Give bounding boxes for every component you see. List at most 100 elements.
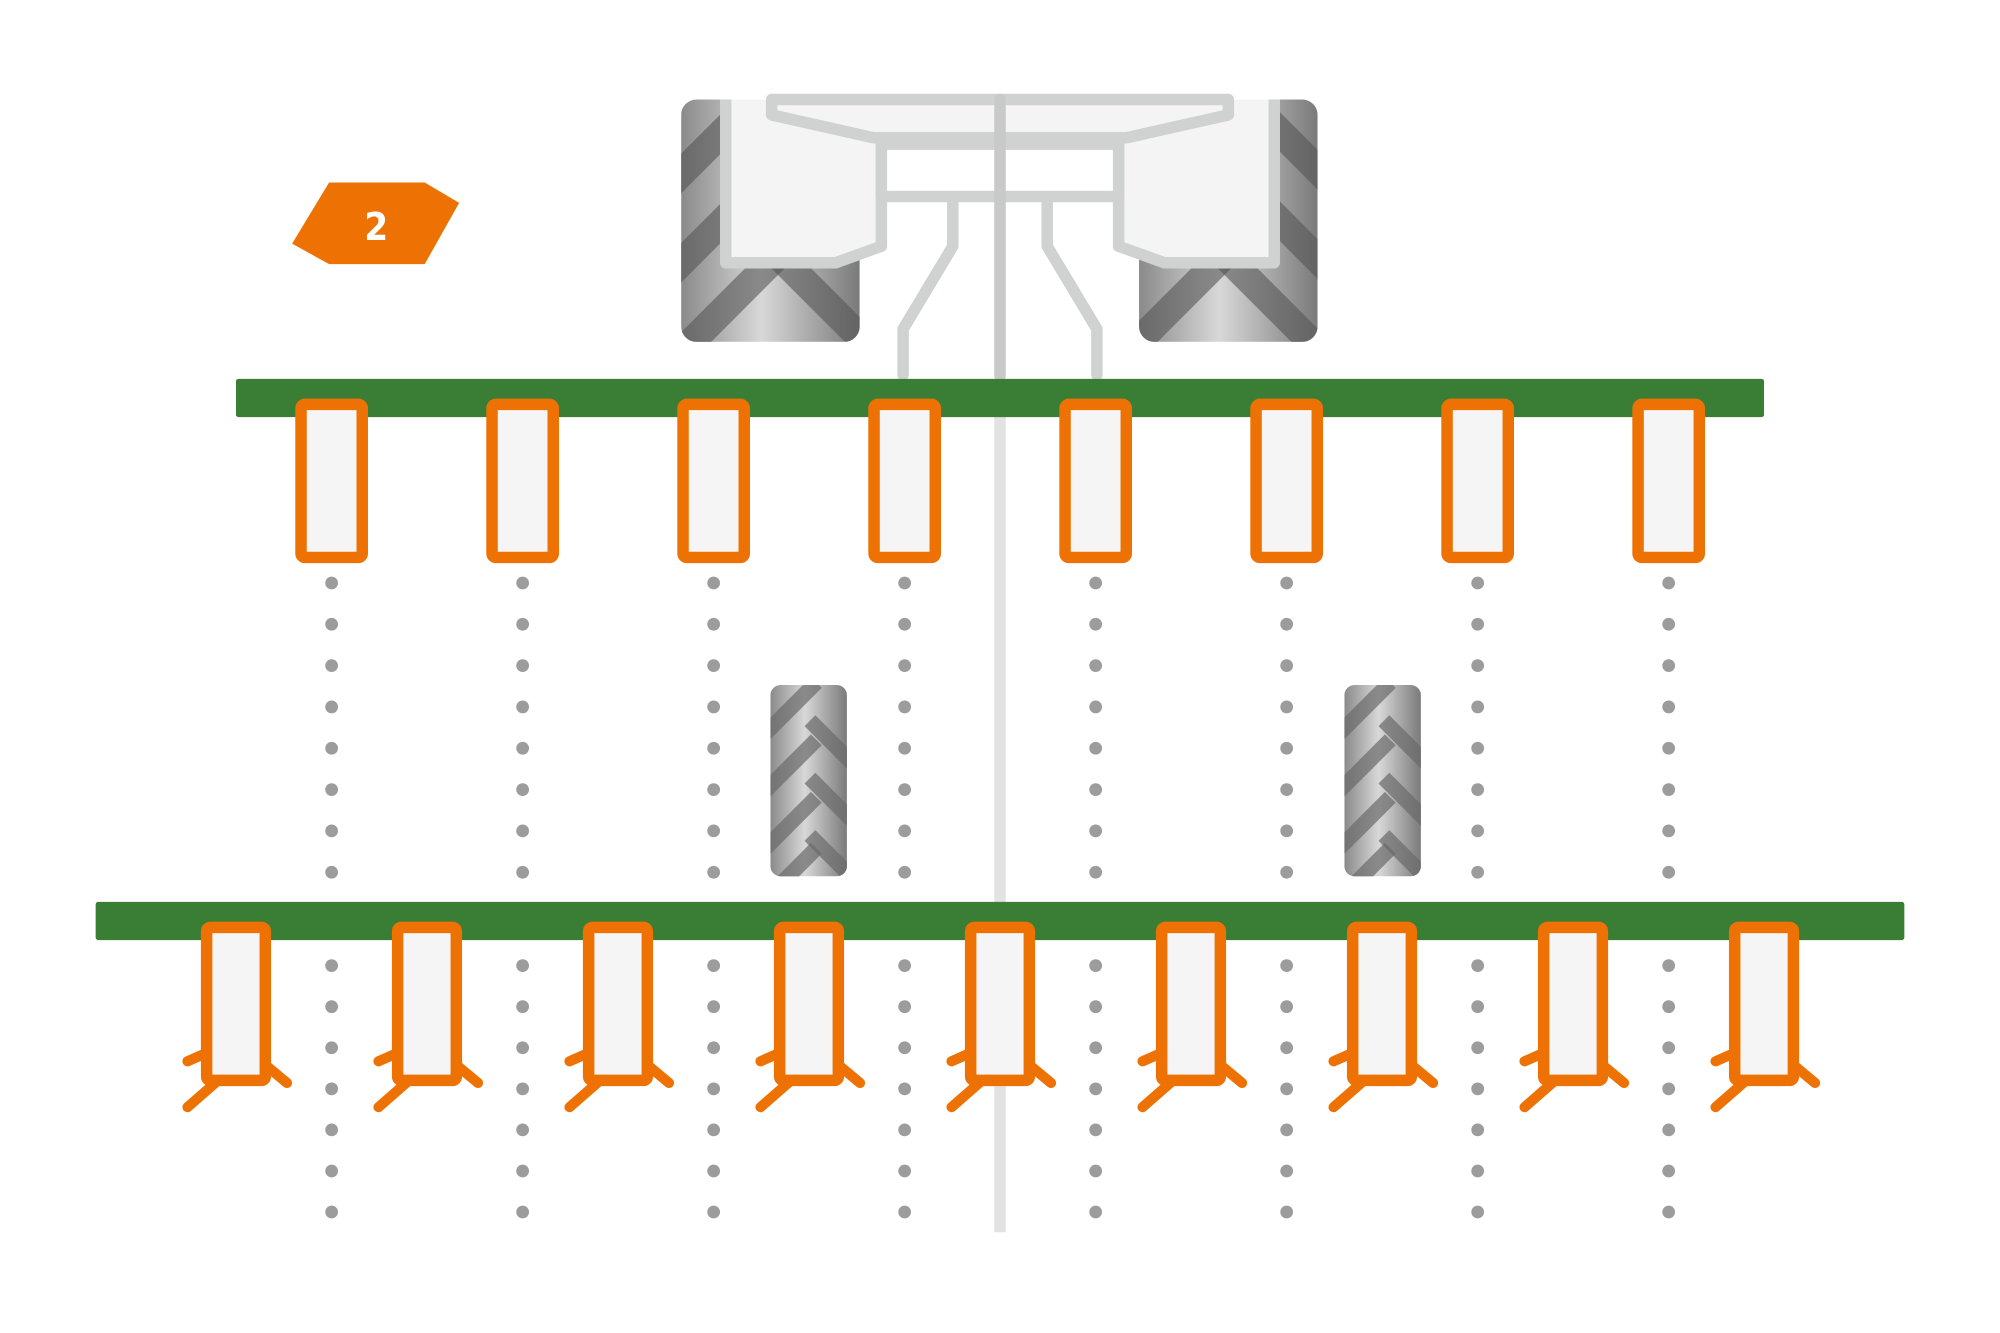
row-dot: [1089, 741, 1103, 755]
row-dot: [1471, 1041, 1485, 1055]
row-dot: [1280, 783, 1294, 796]
row-dot: [516, 659, 530, 672]
front-tine-row: [295, 398, 1706, 564]
gauge-wheel-right-icon: [1344, 684, 1421, 877]
row-dot: [1089, 824, 1103, 838]
rear-tine-icon: [1710, 921, 1821, 1113]
row-dot: [325, 1164, 339, 1178]
tine-body: [1728, 921, 1800, 1087]
row-dot: [1089, 576, 1103, 590]
rear-tine-icon: [946, 921, 1057, 1113]
row-dot: [1089, 783, 1103, 796]
tine-body: [1537, 921, 1609, 1087]
row-dot: [707, 1082, 721, 1096]
rear-tine-icon: [755, 921, 866, 1113]
row-dot: [325, 1123, 339, 1137]
row-dot: [898, 865, 912, 879]
rear-tine-icon: [564, 921, 675, 1113]
rear-tine-icon: [182, 921, 293, 1113]
row-dot: [1280, 1041, 1294, 1055]
row-dot: [1662, 1205, 1676, 1219]
row-dot: [1662, 959, 1676, 972]
row-dot: [1280, 1123, 1294, 1137]
front-tine-icon: [1250, 398, 1324, 564]
row-dot: [516, 700, 530, 714]
row-dot: [1280, 1205, 1294, 1219]
row-dot: [516, 741, 530, 755]
front-tine-icon: [1059, 398, 1133, 564]
row-dot: [1662, 1082, 1676, 1096]
row-dot: [1662, 1164, 1676, 1178]
row-dot: [516, 1041, 530, 1055]
tine-body: [200, 921, 272, 1087]
tine-body: [1155, 921, 1227, 1087]
row-dot: [1471, 741, 1485, 755]
row-dot: [516, 617, 530, 631]
row-dot: [1471, 865, 1485, 879]
row-dot: [898, 1082, 912, 1096]
row-dot: [325, 1205, 339, 1219]
row-dot: [1662, 741, 1676, 755]
row-dot: [1280, 700, 1294, 714]
row-dot: [898, 1000, 912, 1014]
row-dot: [1089, 700, 1103, 714]
row-dot: [1280, 659, 1294, 672]
row-dot: [325, 1041, 339, 1055]
row-dot: [325, 1082, 339, 1096]
tine-body: [773, 921, 845, 1087]
row-dot: [707, 783, 721, 796]
row-dot: [898, 576, 912, 590]
row-dot: [325, 783, 339, 796]
row-dot: [1471, 1164, 1485, 1178]
row-dot: [1471, 959, 1485, 972]
row-dot: [707, 659, 721, 672]
row-dot: [325, 576, 339, 590]
gauge-wheel-left-icon: [770, 684, 847, 877]
row-dot: [325, 659, 339, 672]
row-dot: [516, 959, 530, 972]
row-dot: [516, 824, 530, 838]
row-dot: [1471, 1000, 1485, 1014]
row-dot: [1089, 1082, 1103, 1096]
front-tine-icon: [1632, 398, 1706, 564]
row-dot: [1280, 865, 1294, 879]
row-dot: [325, 1000, 339, 1014]
front-tine-icon: [677, 398, 750, 564]
row-dot: [1280, 1082, 1294, 1096]
row-dot: [325, 741, 339, 755]
row-dot: [707, 1164, 721, 1178]
row-dot: [1089, 1205, 1103, 1219]
row-dot: [516, 865, 530, 879]
row-dot: [1662, 576, 1676, 590]
front-row-dots: [325, 576, 1676, 879]
row-dot: [325, 824, 339, 838]
rear-row-dots: [325, 959, 1676, 1219]
row-dot: [1089, 617, 1103, 631]
row-dot: [1089, 659, 1103, 672]
rear-tine-icon: [1328, 921, 1439, 1113]
row-dot: [898, 1205, 912, 1219]
badge-label: 2: [364, 205, 388, 250]
row-dot: [1662, 617, 1676, 631]
row-dot: [325, 959, 339, 972]
tine-body: [391, 921, 463, 1087]
rear-tine-row: [182, 921, 1821, 1113]
row-dot: [707, 824, 721, 838]
row-dot: [1662, 1123, 1676, 1137]
row-dot: [1471, 617, 1485, 631]
row-dot: [707, 576, 721, 590]
row-dot: [1662, 659, 1676, 672]
row-dot: [1089, 1041, 1103, 1055]
row-dot: [898, 783, 912, 796]
row-dot: [1471, 659, 1485, 672]
row-dot: [1280, 741, 1294, 755]
row-dot: [1662, 783, 1676, 796]
row-dot: [1471, 1123, 1485, 1137]
row-dot: [707, 1041, 721, 1055]
front-tine-icon: [1441, 398, 1515, 564]
row-dot: [898, 617, 912, 631]
hitch-link-right: [1041, 193, 1103, 381]
row-dot: [325, 865, 339, 879]
